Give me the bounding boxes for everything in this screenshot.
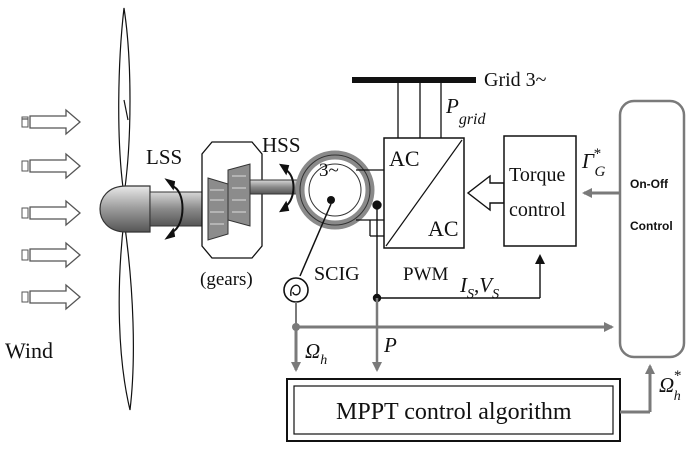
gearbox	[201, 141, 263, 259]
lss-label: LSS	[146, 145, 182, 169]
wind-arrows	[21, 108, 81, 311]
speed-reference-line	[620, 364, 655, 414]
grid-bus	[352, 77, 476, 138]
lss-rotation-icon	[164, 178, 184, 240]
wind-arrow-2	[29, 152, 81, 180]
ac-top-label: AC	[389, 146, 420, 171]
speed-sensor-icon	[283, 203, 332, 331]
p-label: P	[383, 333, 397, 357]
omega-ref-label: Ω*h	[659, 368, 681, 404]
speed-feedback-lines	[291, 322, 614, 372]
wind-label: Wind	[5, 338, 53, 363]
on-off-control-box	[618, 99, 686, 359]
torque-control-box	[503, 135, 577, 247]
wind-arrow-4	[29, 241, 81, 269]
pwm-label: PWM	[403, 264, 449, 285]
wind-arrow-5	[29, 283, 81, 311]
gamma-label: Γ*G	[581, 146, 605, 180]
on-off-label-line2: Control	[630, 219, 673, 233]
torque-label-line2: control	[509, 199, 566, 221]
rotor-blades	[118, 7, 134, 411]
mppt-label: MPPT control algorithm	[336, 399, 572, 425]
wind-arrow-1	[22, 108, 81, 136]
current-voltage-feedback	[372, 205, 545, 303]
is-vs-label: IS,VS	[459, 273, 499, 302]
gears-label: (gears)	[200, 269, 253, 290]
ac-ac-converter	[383, 137, 465, 249]
p-grid-label: Pgrid	[445, 94, 487, 128]
hss-rotation-icon	[279, 163, 295, 213]
mppt-box	[286, 378, 621, 442]
three-phase-label: 3~	[319, 160, 339, 181]
scig-generator	[295, 150, 375, 230]
torque-command-arrow	[466, 174, 505, 212]
grid-label: Grid 3~	[484, 69, 547, 91]
scig-label: SCIG	[314, 263, 360, 285]
hss-label: HSS	[262, 133, 301, 157]
omega-h-label: Ωh	[305, 339, 327, 368]
hub	[99, 185, 211, 233]
on-off-label-line1: On-Off	[630, 177, 669, 191]
torque-label-line1: Torque	[509, 164, 565, 186]
ac-bottom-label: AC	[428, 216, 459, 241]
wind-arrow-3	[29, 199, 81, 227]
